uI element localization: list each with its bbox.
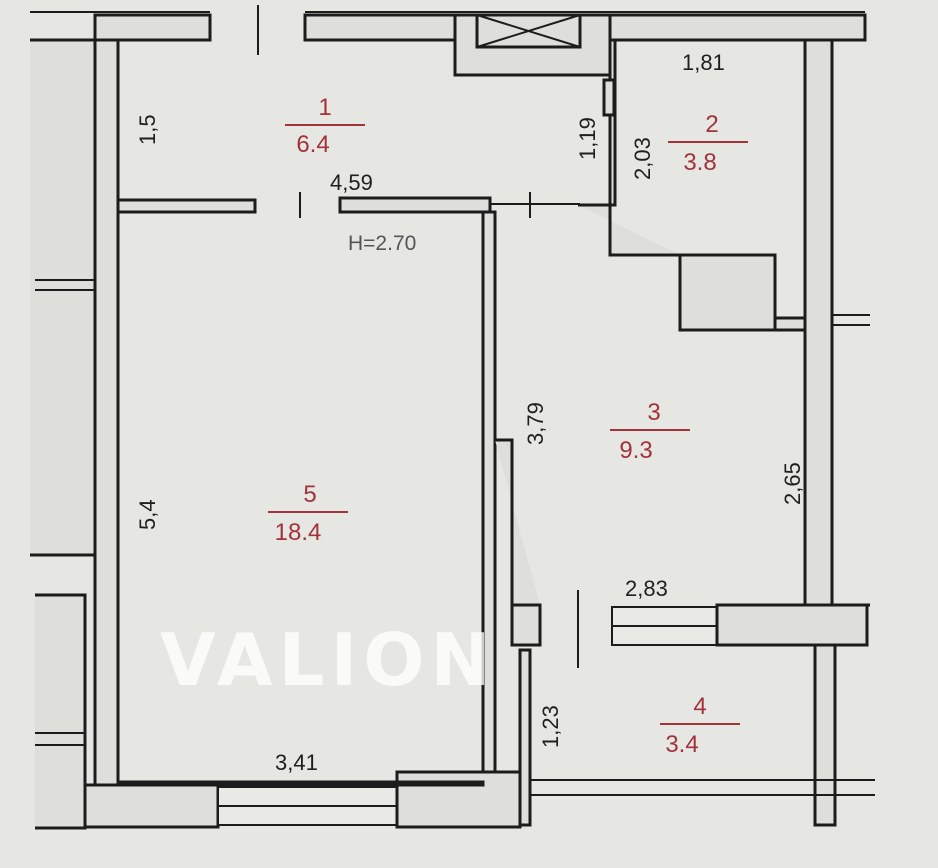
room-3-area: 9.3 (619, 437, 652, 464)
top-wall (608, 13, 867, 42)
wall-line (118, 780, 485, 787)
room-5-area: 18.4 (275, 519, 322, 546)
left-outer-wall-lower (35, 593, 87, 830)
room-4-number: 4 (693, 693, 706, 720)
watermark: VALION (160, 618, 497, 702)
door-leaf (602, 78, 616, 117)
wall (715, 603, 869, 647)
dim-room1-depth: 1,5 (135, 114, 160, 145)
dim-room2-width: 1,81 (682, 50, 725, 75)
dim-room3-depth: 3,79 (523, 402, 548, 445)
room-1-number: 1 (318, 94, 331, 121)
room-3-number: 3 (647, 399, 660, 426)
room-4-area: 3.4 (665, 731, 698, 758)
partition-wall (495, 438, 540, 607)
left-wall (93, 38, 120, 802)
room-1-area: 6.4 (296, 131, 329, 158)
right-outer-line (832, 38, 870, 607)
wall (510, 603, 542, 647)
dim-room4-depth: 1,23 (538, 705, 563, 748)
dim-room1-length: 4,59 (330, 170, 373, 195)
left-outer-wall (30, 38, 97, 557)
dim-room5-width: 3,41 (275, 750, 318, 775)
wall (773, 316, 807, 332)
dim-room5-depth: 5,4 (135, 499, 160, 530)
bottom-wall (83, 783, 220, 829)
room-2-number: 2 (705, 111, 718, 138)
dim-room3-side: 2,65 (780, 462, 805, 505)
ceiling-height: H=2.70 (348, 232, 416, 255)
room2-wall (578, 38, 777, 332)
balcony-wall (518, 648, 532, 827)
top-wall (303, 13, 457, 42)
top-wall (93, 13, 212, 42)
dim-room3-width: 2,83 (625, 576, 668, 601)
dim-passage: 1,19 (575, 117, 600, 160)
partition-wall (338, 196, 492, 214)
bottom-wall (395, 770, 522, 829)
shaft-cross (476, 14, 581, 48)
right-wall (803, 38, 834, 607)
room-2-area: 3.8 (683, 149, 716, 176)
partition-wall (116, 198, 257, 214)
dim-room2-depth: 2,03 (630, 137, 655, 180)
balcony-wall (813, 643, 837, 827)
room-5-number: 5 (303, 481, 316, 508)
